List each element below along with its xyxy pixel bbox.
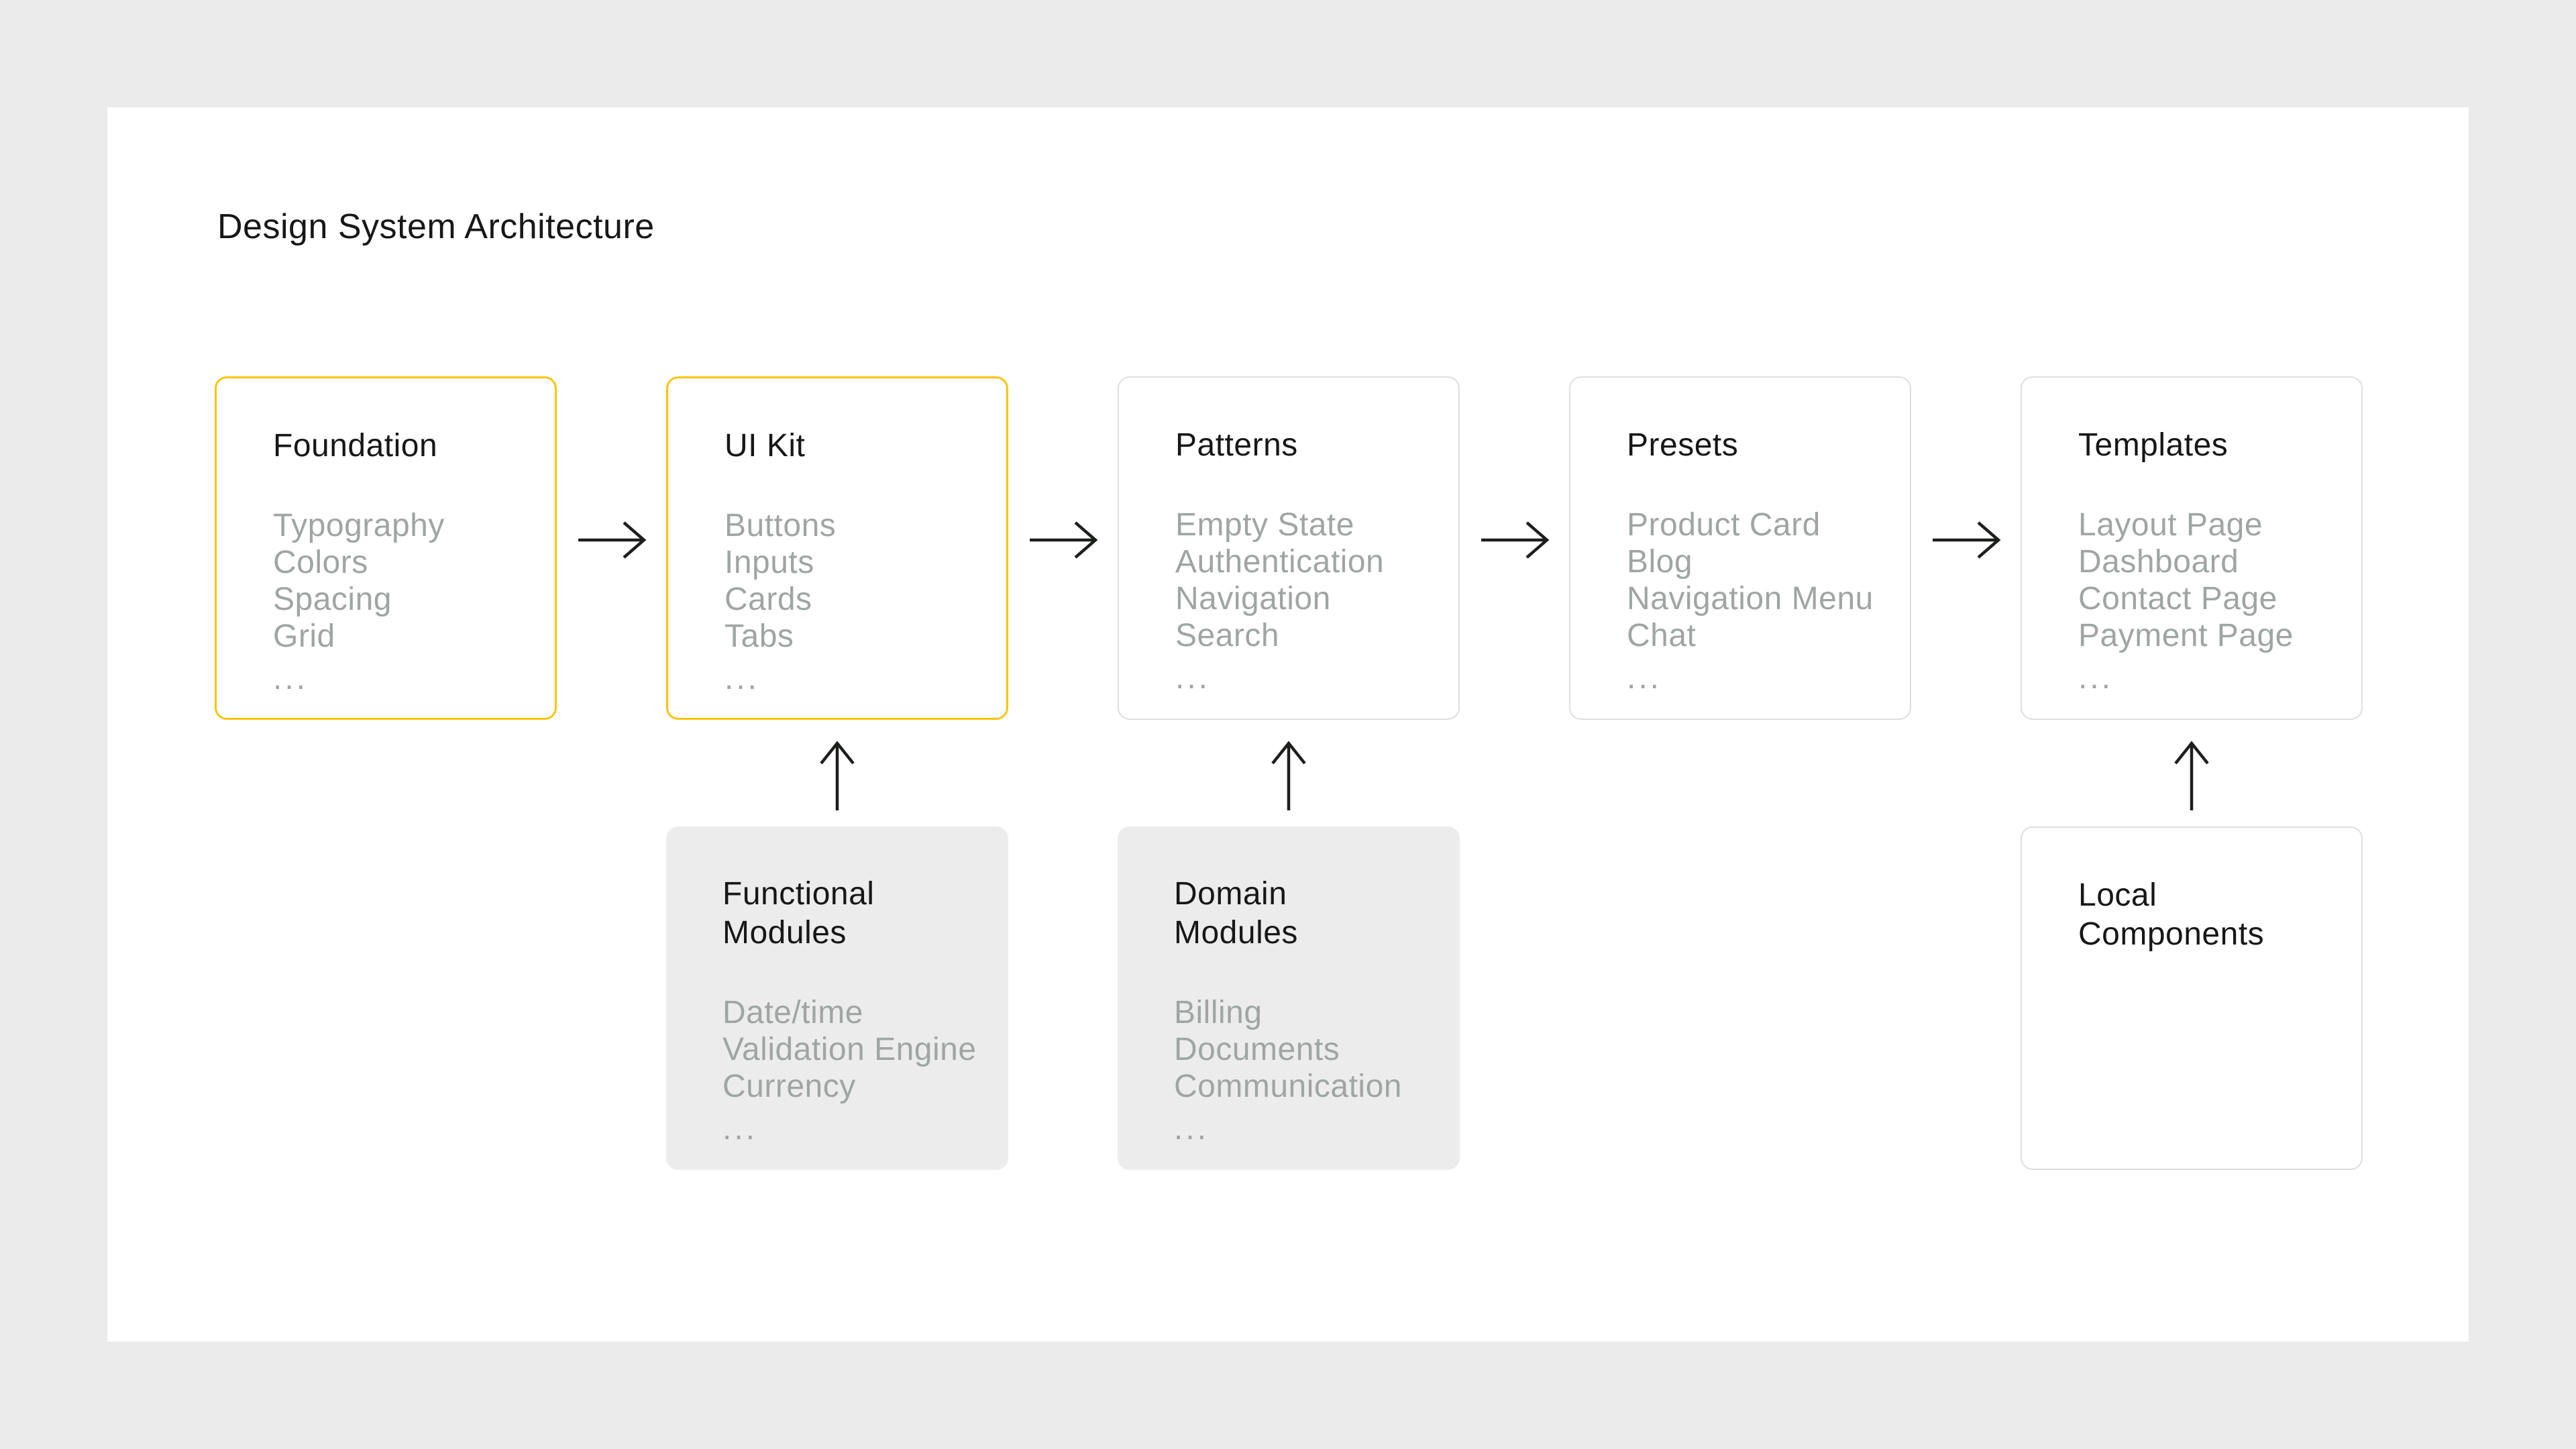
arrow-right-icon	[578, 521, 647, 559]
list-item: Validation Engine	[722, 1032, 977, 1067]
card-local-components: Local Components	[2021, 826, 2363, 1170]
list-item: Product Card	[1627, 507, 1821, 543]
list-item: Documents	[1174, 1032, 1340, 1067]
page-title: Design System Architecture	[217, 207, 655, 246]
card-ellipsis: ...	[2078, 660, 2114, 696]
list-item: Billing	[1174, 995, 1263, 1030]
arrow-right-icon	[1030, 521, 1098, 559]
arrow-right-icon	[1481, 521, 1550, 559]
arrow-up-icon	[1271, 741, 1306, 810]
list-item: Contact Page	[2078, 581, 2277, 616]
card-ellipsis: ...	[722, 1111, 758, 1146]
list-item: Navigation Menu	[1627, 581, 1874, 616]
list-item: Buttons	[724, 508, 837, 543]
card-title: Local Components	[2078, 877, 2265, 952]
card-title: Templates	[2078, 427, 2229, 463]
card-ellipsis: ...	[1627, 660, 1662, 696]
list-item: Authentication	[1175, 544, 1385, 580]
arrow-up-icon	[2174, 741, 2209, 810]
list-item: Payment Page	[2078, 618, 2294, 653]
list-item: Inputs	[724, 545, 814, 580]
card-ellipsis: ...	[1174, 1111, 1210, 1146]
card-ellipsis: ...	[1175, 660, 1211, 696]
list-item: Layout Page	[2078, 507, 2263, 543]
card-ellipsis: ...	[273, 661, 309, 696]
arrow-up-icon	[820, 741, 855, 810]
card-title: UI Kit	[724, 428, 806, 464]
arrow-right-icon	[1933, 521, 2001, 559]
list-item: Currency	[722, 1069, 856, 1104]
card-title: Foundation	[273, 428, 438, 464]
list-item: Navigation	[1175, 581, 1331, 616]
list-item: Grid	[273, 619, 335, 654]
list-item: Communication	[1174, 1069, 1402, 1104]
list-item: Cards	[724, 582, 812, 617]
list-item: Colors	[273, 545, 368, 580]
card-ellipsis: ...	[724, 661, 760, 696]
list-item: Blog	[1627, 544, 1693, 580]
card-title: Domain Modules	[1174, 876, 1298, 951]
list-item: Date/time	[722, 995, 863, 1030]
card-title: Presets	[1627, 427, 1739, 463]
list-item: Dashboard	[2078, 544, 2239, 580]
list-item: Chat	[1627, 618, 1697, 653]
card-title: Functional Modules	[722, 876, 875, 951]
card-title: Patterns	[1175, 427, 1298, 463]
list-item: Search	[1175, 618, 1280, 653]
list-item: Empty State	[1175, 507, 1354, 543]
list-item: Spacing	[273, 582, 392, 617]
list-item: Typography	[273, 508, 445, 543]
list-item: Tabs	[724, 619, 794, 654]
